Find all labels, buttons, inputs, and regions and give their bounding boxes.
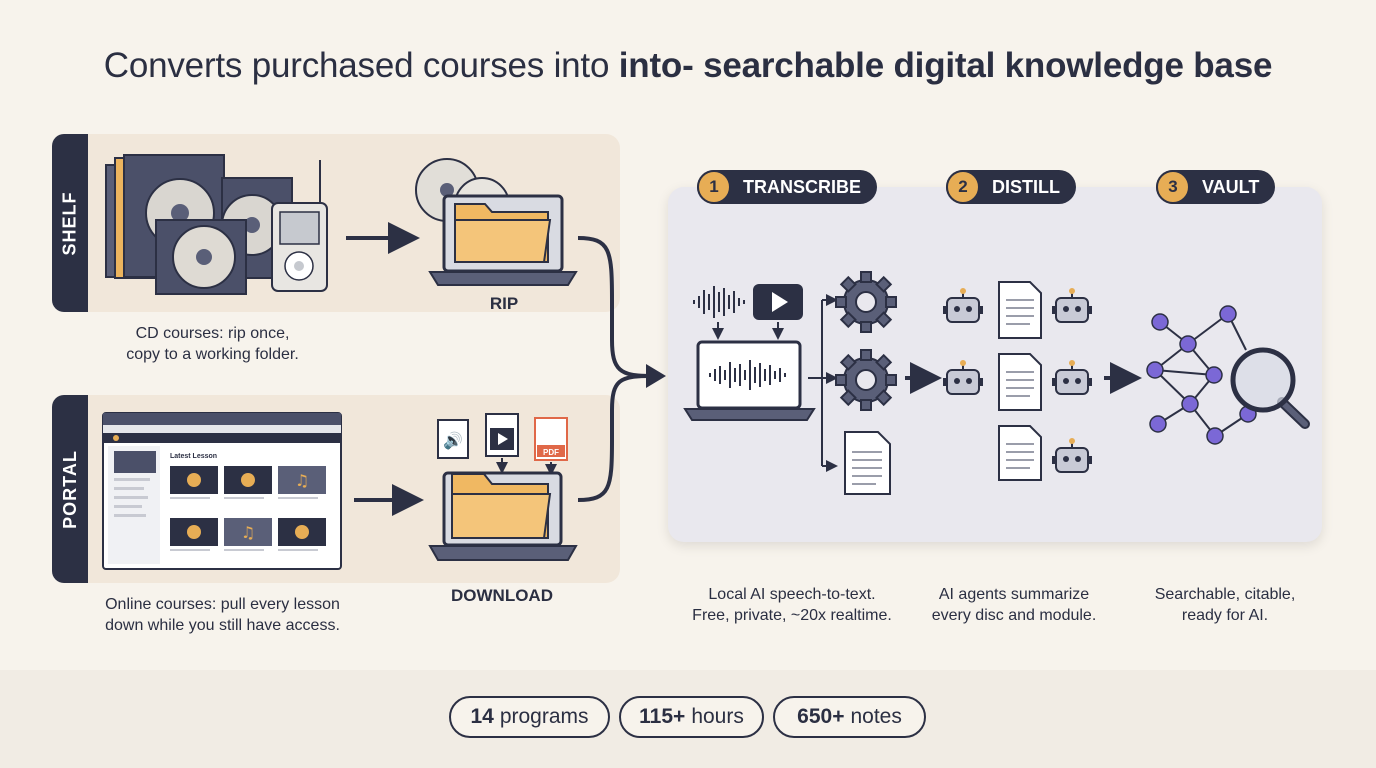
distill-caption-line1: AI agents summarize — [938, 586, 1090, 603]
stat-value: 14 — [470, 705, 494, 728]
portal-merge-arrow — [577, 374, 651, 502]
distill-caption: AI agents summarize every disc and modul… — [904, 584, 1124, 626]
cd-collection-icon — [105, 154, 328, 295]
transcribe-laptop-icon — [683, 340, 816, 421]
stat-hours: 115+ hours — [619, 696, 764, 738]
svg-text:🔊: 🔊 — [443, 431, 463, 450]
shelf-tab: SHELF — [52, 134, 88, 312]
stat-unit: programs — [499, 705, 589, 728]
stat-unit: hours — [691, 705, 744, 728]
page-title: Converts purchased courses into into- se… — [0, 46, 1376, 86]
step-distill-pill: 2 DISTILL — [946, 170, 1076, 204]
shelf-merge-arrow — [577, 236, 651, 378]
svg-text:♫: ♫ — [295, 471, 309, 490]
step-number: 1 — [697, 170, 731, 204]
step-label: DISTILL — [992, 176, 1060, 197]
step-label: TRANSCRIBE — [743, 176, 862, 197]
title-normal: Converts purchased courses into — [103, 46, 610, 85]
gear-icon — [835, 271, 897, 333]
search-icon — [1230, 347, 1310, 429]
download-label: DOWNLOAD — [451, 586, 553, 605]
audio-waveform-icon — [693, 286, 745, 318]
stat-notes: 650+ notes — [773, 696, 926, 738]
summary-document-icon — [998, 281, 1042, 339]
portal-caption-line1: Online courses: pull every lesson — [105, 596, 340, 613]
portal-caption-line2: down while you still have access. — [105, 617, 340, 634]
step-label: VAULT — [1202, 176, 1260, 197]
pdf-badge: PDF — [543, 448, 559, 457]
portal-caption: Online courses: pull every lesson down w… — [75, 594, 370, 636]
transcribe-caption-line1: Local AI speech-to-text. — [708, 586, 876, 603]
knowledge-graph-icon — [1146, 305, 1257, 445]
ai-agent-robot-icon — [1052, 288, 1092, 323]
ai-agent-robot-icon — [943, 360, 983, 395]
step-number: 3 — [1156, 170, 1190, 204]
ai-agent-robot-icon — [943, 288, 983, 323]
summary-document-icon — [998, 425, 1042, 481]
rip-laptop-icon — [415, 158, 578, 286]
transcribe-caption: Local AI speech-to-text. Free, private, … — [662, 584, 922, 626]
stat-unit: notes — [850, 705, 902, 728]
title-bold: into- searchable digital knowledge base — [618, 46, 1273, 85]
step-transcribe-pill: 1 TRANSCRIBE — [697, 170, 878, 204]
distill-caption-line2: every disc and module. — [931, 607, 1097, 624]
gear-icon — [835, 349, 897, 411]
course-portal-browser-icon: ♫ ♫ — [102, 412, 342, 570]
ai-agent-robot-icon — [1052, 438, 1092, 473]
stat-value: 650+ — [797, 705, 845, 728]
rip-label: RIP — [489, 294, 519, 313]
ai-agent-robot-icon — [1052, 360, 1092, 395]
browser-heading: Latest Lesson — [170, 453, 217, 460]
transcript-document-icon — [844, 431, 891, 495]
vault-caption-line2: ready for AI. — [1181, 607, 1269, 624]
video-play-icon — [753, 284, 803, 320]
transcribe-caption-line2: Free, private, ~20x realtime. — [692, 607, 892, 624]
shelf-caption-line1: CD courses: rip once, — [135, 325, 290, 342]
step-number: 2 — [946, 170, 980, 204]
step-vault-pill: 3 VAULT — [1156, 170, 1276, 204]
shelf-caption-line2: copy to a working folder. — [126, 346, 299, 363]
shelf-caption: CD courses: rip once, copy to a working … — [100, 323, 325, 365]
vault-caption: Searchable, citable, ready for AI. — [1120, 584, 1330, 626]
download-laptop-icon: 🔊 — [428, 413, 578, 561]
summary-document-icon — [998, 353, 1042, 411]
portal-tab: PORTAL — [52, 395, 88, 583]
stat-value: 115+ — [639, 705, 686, 728]
svg-text:♫: ♫ — [241, 523, 255, 542]
stat-programs: 14 programs — [449, 696, 610, 738]
vault-caption-line1: Searchable, citable, — [1154, 586, 1296, 603]
panel-entry-arrowhead — [646, 364, 666, 388]
